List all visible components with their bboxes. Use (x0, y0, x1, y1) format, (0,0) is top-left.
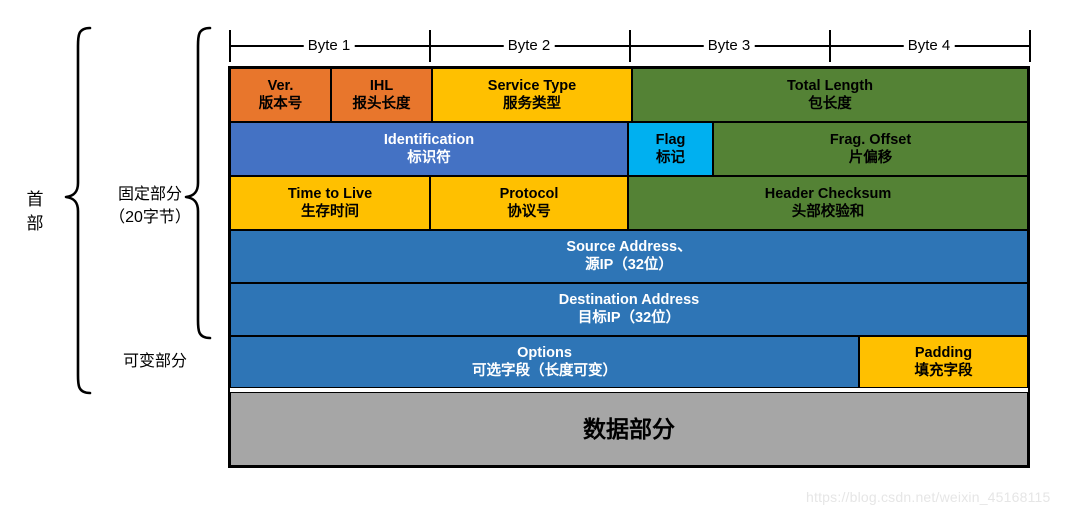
label-header: 首 部 (26, 190, 44, 233)
field-label-cn: 头部校验和 (791, 203, 865, 220)
field-label-en: Total Length (787, 77, 873, 94)
field-label-en: Padding (914, 344, 973, 361)
packet-row-4: Source Address、源IP（32位） (230, 230, 1028, 283)
field-label-en: IHL (369, 77, 394, 94)
field-label-cn: 可选字段（长度可变） (472, 362, 617, 379)
field-label-cn: 目标IP（32位） (577, 310, 681, 326)
ruler-label-byte-4: Byte 4 (903, 35, 955, 57)
field-destination-address: Destination Address 目标IP（32位） (230, 283, 1028, 336)
packet-row-7: 数据部分 (230, 392, 1028, 466)
field-source-address: Source Address、源IP（32位） (230, 230, 1028, 283)
ruler-label-byte-3: Byte 3 (703, 35, 755, 57)
field-label-en: Time to Live (287, 185, 373, 202)
label-variable-part: 可变部分 (122, 353, 187, 370)
field-label-en: Service Type (487, 77, 577, 94)
field-label-en: Ver. (267, 77, 294, 94)
field-label-cn: 填充字段 (914, 362, 973, 379)
field-label-en: Header Checksum (764, 185, 892, 202)
field-label-cn: 生存时间 (301, 203, 359, 220)
field-label-cn: 源IP（32位） (585, 257, 673, 273)
field-label-en: Destination Address (558, 292, 700, 308)
ruler-label-byte-1: Byte 1 (303, 35, 355, 57)
ruler-label-byte-2: Byte 2 (503, 35, 555, 57)
field-label-en: Identification (383, 131, 475, 148)
field-label-en: Frag. Offset (829, 131, 912, 148)
field-label-cn: 服务类型 (503, 95, 561, 112)
field-label-cn: 标识符 (407, 149, 451, 166)
field-label-cn: 协议号 (507, 203, 551, 220)
field-label-cn: 片偏移 (848, 149, 893, 166)
field-label-en: Source Address、 (566, 239, 692, 255)
watermark: https://blog.csdn.net/weixin_45168115 (806, 489, 1051, 505)
field-label-cn: 标记 (656, 149, 685, 166)
field-ver: Ver.版本号 (230, 68, 331, 122)
field-label-cn: 报头长度 (352, 95, 411, 112)
field-label-cn: 数据部分 (583, 415, 675, 442)
field-cell: 数据部分 (230, 392, 1028, 466)
field-label-en: Protocol (499, 185, 559, 202)
outer-brace-header-icon (64, 26, 92, 395)
field-label-cn: 包长度 (808, 95, 852, 112)
byte-ruler: Byte 1 Byte 2 Byte 3 Byte 4 (229, 30, 1031, 62)
label-fixed-part: 固定部分 （20字节） (109, 186, 191, 226)
field-label-cn: 版本号 (258, 95, 303, 112)
field-label-en: Options (517, 344, 572, 361)
ruler-tick (1029, 30, 1031, 62)
field-label-en: Flag (655, 131, 686, 148)
packet-row-5: Destination Address 目标IP（32位） (230, 283, 1028, 336)
